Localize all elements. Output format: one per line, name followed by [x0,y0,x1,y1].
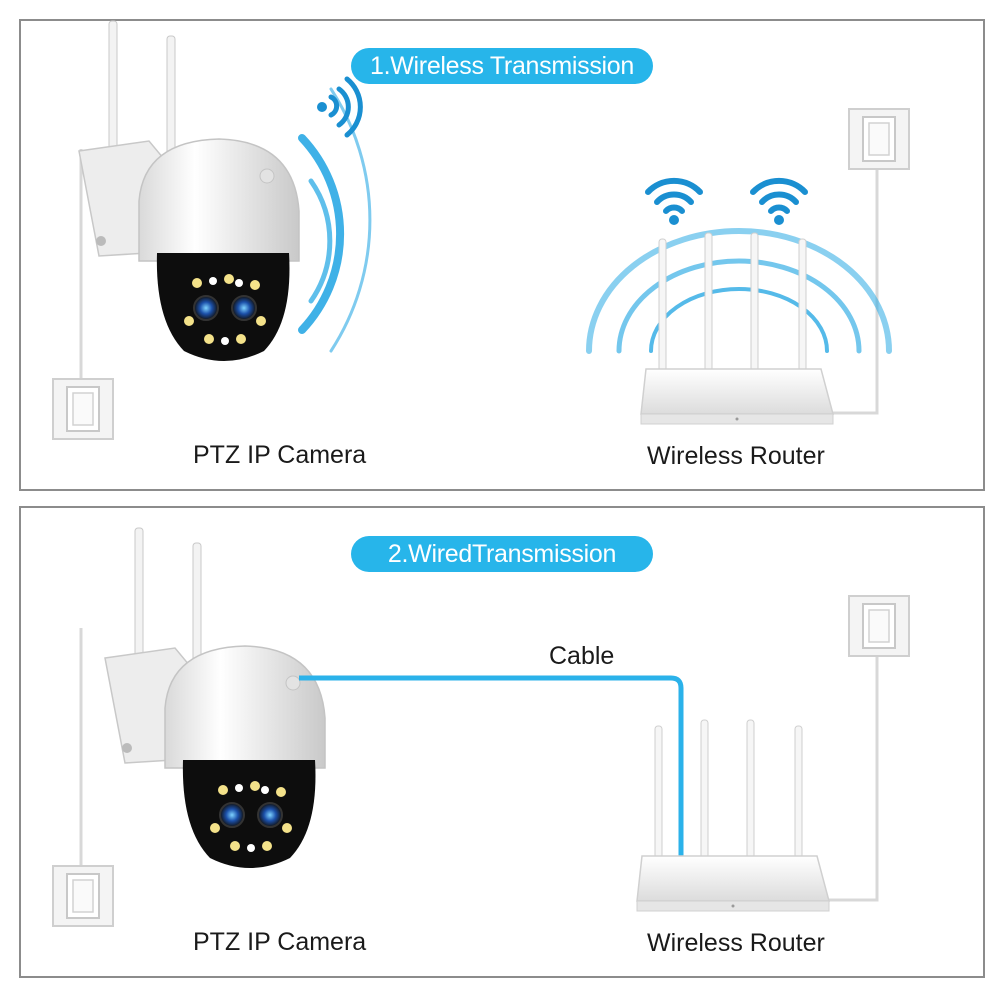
camera-label: PTZ IP Camera [193,441,367,469]
router-power-wire [821,161,879,415]
router-power-wire [821,648,879,902]
router-signal-waves [586,228,892,354]
router-wall-socket [848,595,910,657]
camera-signal-waves [298,87,372,353]
ptz-camera-image [104,527,326,869]
camera-wifi-icon [328,76,363,138]
router-label: Wireless Router [647,929,825,957]
wired-transmission-panel: 2.WiredTransmission Cable PTZ IP Camera … [19,506,985,978]
camera-wall-socket [52,865,114,927]
camera-label: PTZ IP Camera [193,928,367,956]
panel-title-pill: 2.WiredTransmission [351,536,653,572]
wireless-diagram-art [52,20,910,440]
wireless-router-image [636,719,830,912]
network-cable [299,675,684,860]
wired-diagram-art [52,527,910,927]
router-wifi-icon-right [753,181,805,225]
camera-wall-socket [52,378,114,440]
camera-wifi-dot [317,102,327,112]
router-wifi-icon-left [648,181,700,225]
wireless-transmission-panel: 1.Wireless Transmission PTZ IP Camera Wi… [19,19,985,491]
router-label: Wireless Router [647,442,825,470]
panel-title-pill: 1.Wireless Transmission [351,48,653,84]
cable-label: Cable [549,642,615,670]
router-wall-socket [848,108,910,170]
ptz-camera-image [78,20,300,362]
